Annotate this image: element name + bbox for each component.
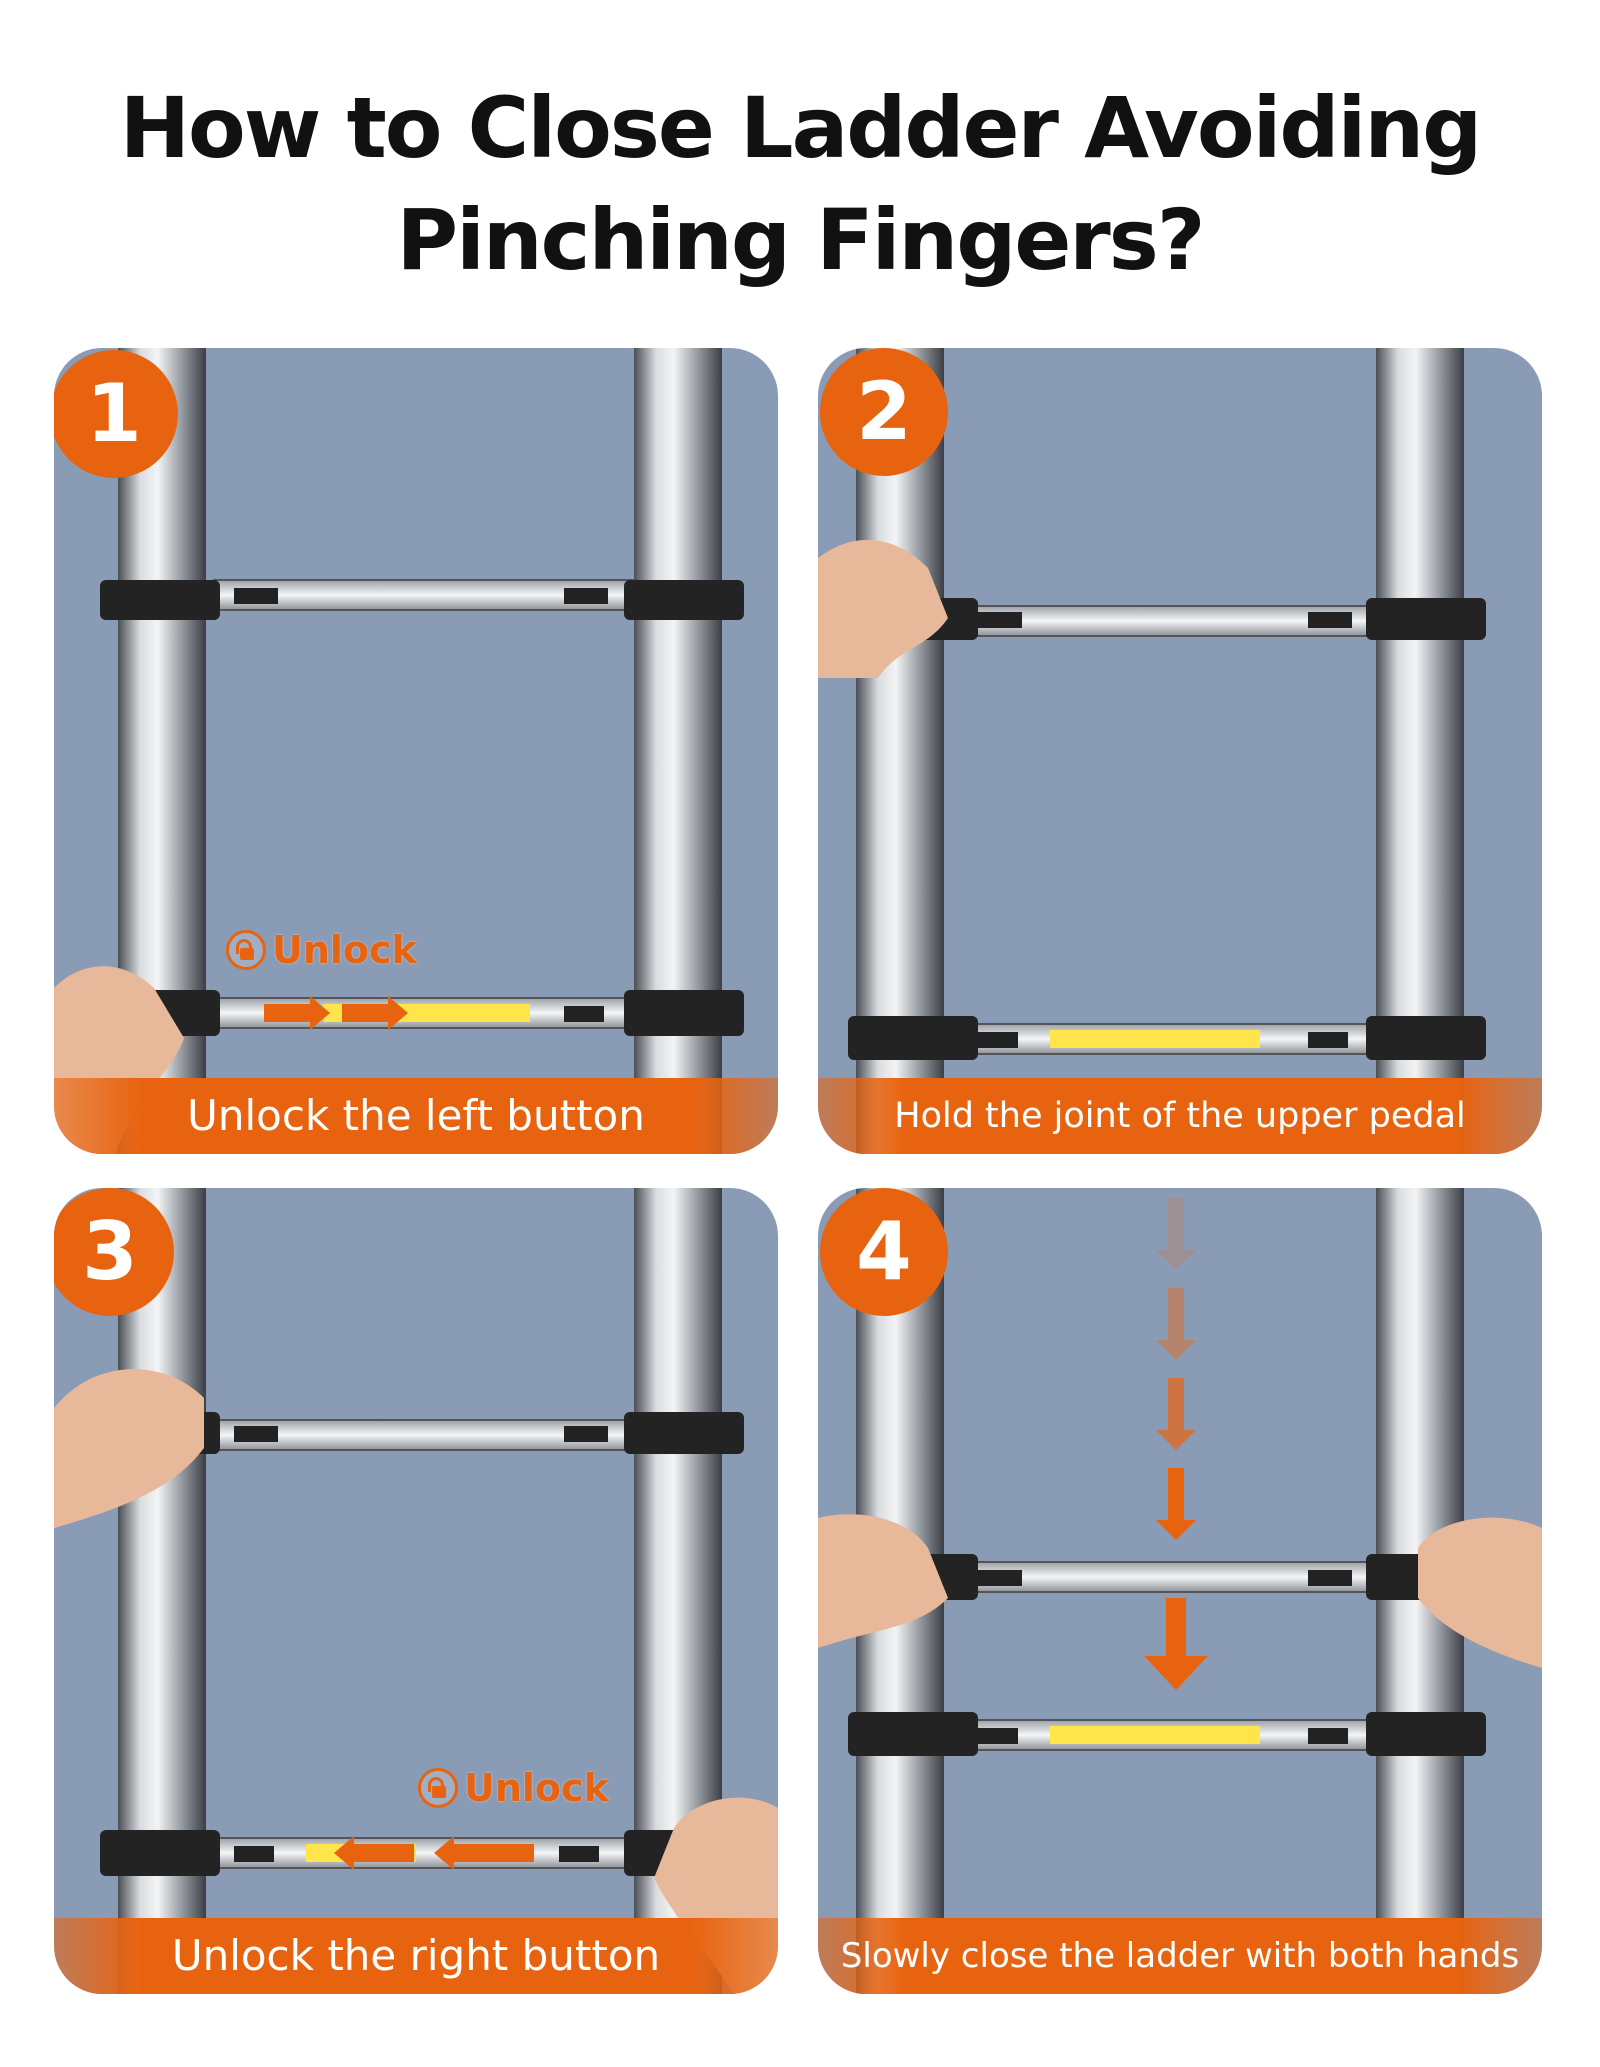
step-caption: Hold the joint of the upper pedal <box>818 1078 1542 1154</box>
ladder-illustration <box>818 1188 1542 1994</box>
title-line-2: Pinching Fingers? <box>396 191 1206 289</box>
hand-icon <box>818 539 948 678</box>
warning-label <box>1050 1726 1260 1744</box>
arrow-right-icon <box>342 1004 388 1022</box>
unlock-text: Unlock <box>464 1766 609 1810</box>
rung-clamp <box>1366 598 1486 640</box>
rung-clamp <box>624 580 744 620</box>
unlock-text: Unlock <box>272 928 417 972</box>
unlock-label: Unlock <box>418 1766 609 1810</box>
unlock-icon <box>226 930 266 970</box>
step-badge: 2 <box>820 348 948 476</box>
rung-clamp <box>100 1830 220 1876</box>
rung-clamp <box>624 1412 744 1454</box>
step-caption: Unlock the left button <box>54 1078 778 1154</box>
step-caption: Slowly close the ladder with both hands <box>818 1918 1542 1994</box>
hand-icon <box>54 1369 204 1528</box>
arrow-left-icon <box>354 1844 414 1862</box>
arrow-right-icon <box>264 1004 310 1022</box>
rung-clamp <box>848 1016 978 1060</box>
hand-icon <box>1418 1517 1542 1668</box>
ladder-illustration <box>818 348 1486 1154</box>
arrow-left-icon <box>454 1844 534 1862</box>
step-badge: 3 <box>54 1188 174 1316</box>
unlock-icon <box>418 1768 458 1808</box>
rung-clamp <box>100 580 220 620</box>
rung-clamp <box>848 1712 978 1756</box>
rung-clamp <box>1366 1712 1486 1756</box>
step-badge: 4 <box>820 1188 948 1316</box>
rung-clamp <box>1366 1016 1486 1060</box>
warning-label <box>1050 1030 1260 1048</box>
step-badge: 1 <box>54 350 178 478</box>
page-title: How to Close Ladder Avoiding Pinching Fi… <box>0 72 1600 296</box>
step-1-panel: 1 Unlock Unlock the left button <box>54 348 778 1154</box>
rung-clamp <box>624 990 744 1036</box>
ladder-illustration <box>54 1188 778 1994</box>
hand-icon <box>818 1514 948 1648</box>
ladder-illustration <box>54 348 744 1154</box>
arrow-down-icon <box>1144 1198 1208 1690</box>
step-4-panel: 4 Slowly close the ladder with both hand… <box>818 1188 1542 1994</box>
step-3-panel: 3 Unlock Unlock the right button <box>54 1188 778 1994</box>
step-2-panel: 2 Hold the joint of the upper pedal <box>818 348 1542 1154</box>
unlock-label: Unlock <box>226 928 417 972</box>
step-caption: Unlock the right button <box>54 1918 778 1994</box>
title-line-1: How to Close Ladder Avoiding <box>119 79 1483 177</box>
